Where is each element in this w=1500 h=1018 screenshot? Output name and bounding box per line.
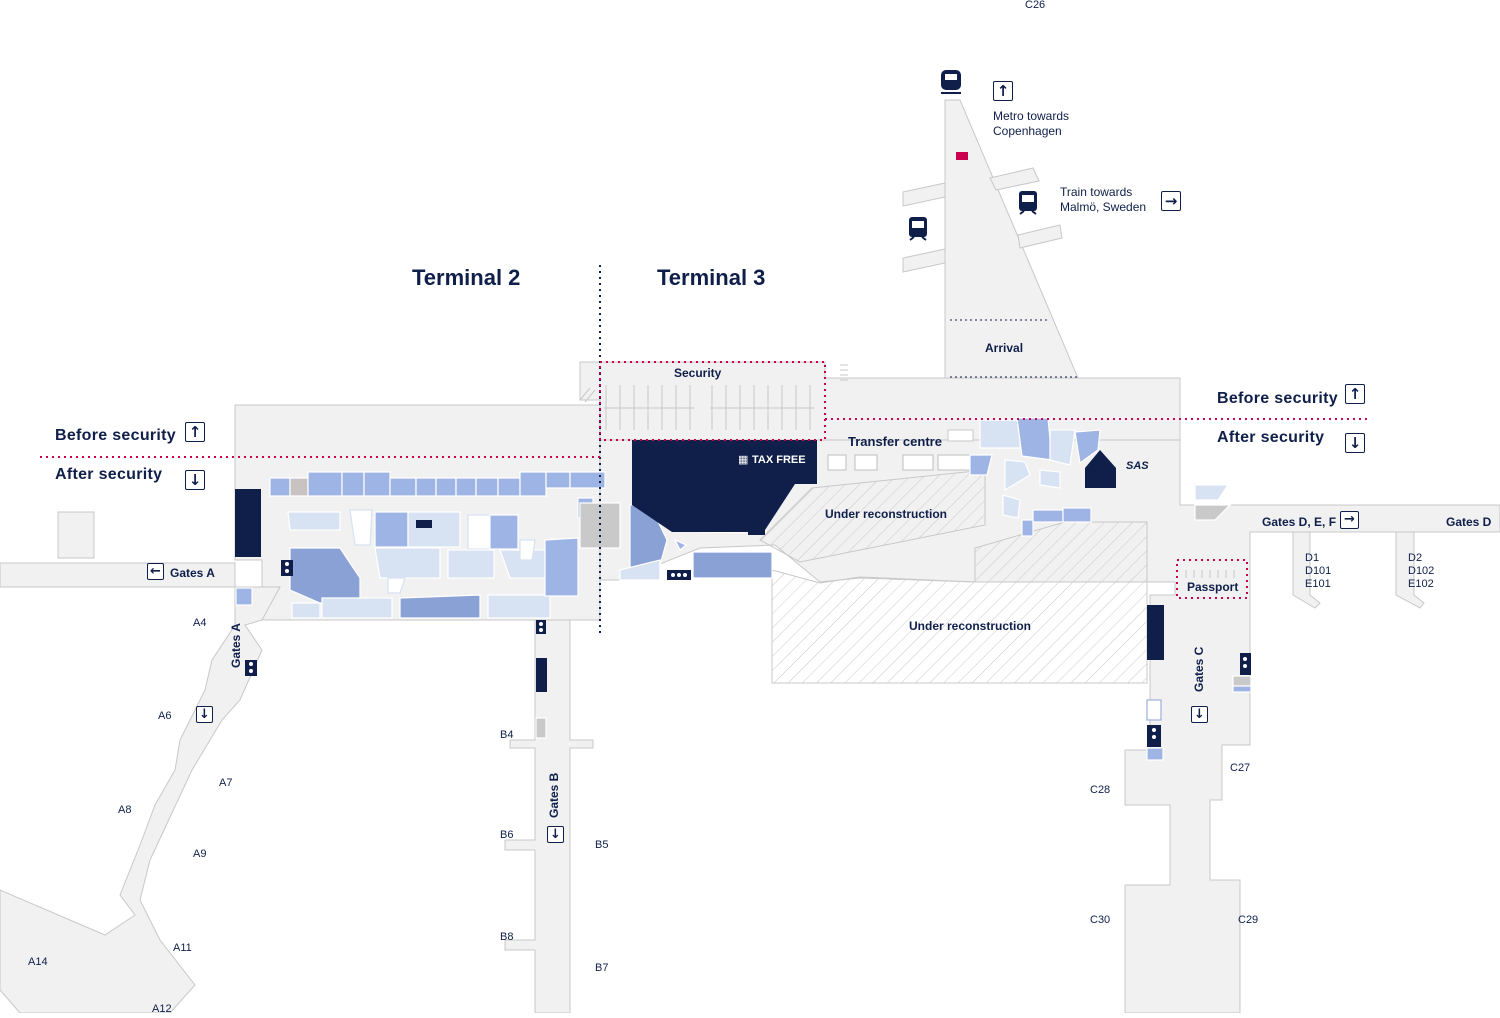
arrow-left-icon: ← [147,563,164,580]
gate-label: C29 [1238,914,1259,926]
before-security-left: Before security [55,427,176,444]
gate-label: A14 [28,956,48,968]
arrow-down-icon: ↓ [196,706,213,723]
passport-label: Passport [1187,580,1239,594]
reconstruction-label-1: Under reconstruction [825,507,948,521]
arrow-down-icon: ↓ [1345,433,1365,453]
before-security-right: Before security [1217,390,1338,407]
arrow-down-icon: ↓ [547,826,564,843]
platform-stub-1 [902,182,946,207]
terminal-3-label: Terminal 3 [657,265,766,290]
arrow-down-icon: ↓ [185,470,205,490]
train-icon-2 [909,217,927,241]
tax-free-t2 [235,489,261,557]
metro-line1: Metro towards [993,109,1070,123]
metro-info: Metro towards Copenhagen [993,109,1103,139]
metro-icon [941,70,961,94]
gate-label: A7 [219,777,233,789]
gates-d-label: Gates D [1446,515,1492,529]
tax-free-label: TAX FREE [752,454,806,466]
gate-label: A11 [173,942,192,954]
gate-label: A12 [152,1003,172,1015]
gate-label: A9 [193,848,207,860]
security-label: Security [674,366,722,380]
gate-label: B4 [500,729,514,741]
gate-label: D1 [1305,552,1320,564]
gate-label: B7 [595,962,609,974]
reconstruction-area-1 [759,469,986,563]
gates-c-label: Gates C [1192,646,1206,692]
arrow-right-icon: → [1340,511,1359,529]
gate-label: C27 [1230,762,1251,774]
arrow-up-icon: ↑ [993,81,1013,101]
platform-stub-3 [902,248,946,273]
train-line2: Malmö, Sweden [1060,200,1147,214]
gates-def-label: Gates D, E, F [1262,515,1337,529]
reconstruction-label-2: Under reconstruction [909,619,1032,633]
gate-label: B8 [500,931,514,943]
terminal-2-label: Terminal 2 [412,265,521,290]
gates-d-stub-2 [1395,531,1425,609]
gate-label: D101 [1305,565,1332,577]
metro-line2: Copenhagen [993,124,1062,138]
pier-b [504,619,594,1014]
gate-group-d2: D2 D102 E102 [1408,552,1434,591]
gates-a-pier-label: Gates A [229,623,243,668]
metro-logo-icon [956,152,968,160]
gate-label: D102 [1408,565,1435,577]
after-security-left: After security [55,466,163,483]
left-building [57,511,95,559]
gate-label: A6 [158,710,172,722]
tax-free-main [632,440,817,535]
gate-label: C26 [1025,0,1046,11]
gate-label: D2 [1408,552,1423,564]
platform-stub-4 [1017,224,1063,249]
tax-free-pier-c [1147,605,1164,660]
gate-label: A4 [193,617,207,629]
arrow-up-icon: ↑ [1345,384,1365,404]
gate-label: B6 [500,829,514,841]
after-security-right: After security [1217,429,1325,446]
platform-stub-2 [989,167,1040,191]
arrow-up-icon: ↑ [185,422,205,442]
gate-label: E102 [1408,578,1434,590]
reconstruction-area-2 [771,521,1148,684]
train-line1: Train towards [1060,185,1133,199]
train-info: Train towards Malmö, Sweden [1060,185,1170,215]
gate-label: B5 [595,839,609,851]
arrival-label: Arrival [985,341,1024,355]
transfer-centre-label: Transfer centre [848,434,942,449]
gate-group-d1: D1 D101 E101 [1305,552,1331,591]
gates-b-label: Gates B [547,772,561,818]
gates-a-direction: Gates A [170,566,215,580]
security-zone [599,361,826,441]
gate-label: C28 [1090,784,1111,796]
gates-d-stub-1 [1292,531,1321,609]
tax-free-pier-b [536,658,547,692]
tax-free-icon: ▦ [738,454,749,466]
train-icon-1 [1019,191,1037,215]
gate-label: A8 [118,804,132,816]
sas-lounge-icon: SAS [1126,460,1149,472]
arrow-down-icon: ↓ [1191,706,1208,723]
arrow-right-icon: → [1161,191,1181,211]
gate-label: C30 [1090,914,1111,926]
tax-free-sas [1085,450,1116,488]
gate-label: E101 [1305,578,1331,590]
